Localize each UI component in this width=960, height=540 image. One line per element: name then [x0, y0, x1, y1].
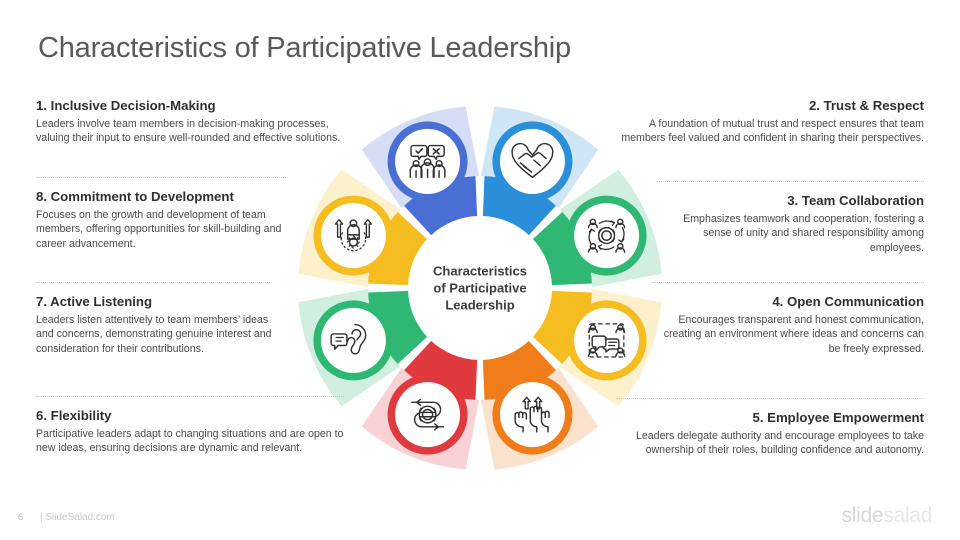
node-icons — [330, 142, 626, 433]
feature-5-body: Leaders delegate authority and encourage… — [636, 429, 924, 457]
feature-6-title: 6. Flexibility — [36, 408, 112, 423]
feature-6-body: Participative leaders adapt to changing … — [36, 427, 344, 455]
team-gear-cycle-icon — [587, 218, 626, 253]
feature-7-title: 7. Active Listening — [36, 294, 153, 309]
feature-1-body: Leaders involve team members in decision… — [36, 117, 341, 145]
raised-hands-arrows-icon — [514, 396, 550, 433]
feature-block-3: 3. Team Collaboration Emphasizes teamwor… — [656, 180, 924, 255]
growth-person-gear-icon — [334, 219, 373, 252]
feature-block-4: 4. Open Communication Encourages transpa… — [652, 281, 924, 356]
ear-speech-bubble-icon — [330, 323, 367, 355]
feature-1-title: 1. Inclusive Decision-Making — [36, 98, 216, 113]
page-title: Characteristics of Participative Leaders… — [38, 32, 571, 64]
footer-site-label: | SlideSalad.com — [40, 512, 115, 523]
page-number: 6 — [18, 512, 24, 523]
logo-part-slide: slide — [841, 504, 884, 527]
feature-5-title: 5. Employee Empowerment — [752, 410, 925, 425]
group-chat-bubbles-icon — [587, 323, 626, 358]
logo-part-salad: salad — [883, 504, 932, 527]
hub-circle — [413, 221, 547, 355]
feature-block-2: 2. Trust & Respect A foundation of mutua… — [616, 98, 924, 146]
feature-4-title: 4. Open Communication — [772, 294, 924, 309]
feature-block-6: 6. Flexibility Participative leaders ada… — [36, 396, 344, 456]
feature-2-title: 2. Trust & Respect — [808, 98, 924, 113]
feature-block-1: 1. Inclusive Decision-Making Leaders inv… — [36, 98, 344, 146]
feature-8-title: 8. Commitment to Development — [36, 189, 234, 204]
feature-2-body: A foundation of mutual trust and respect… — [621, 117, 924, 145]
feature-block-8: 8. Commitment to Development Focuses on … — [36, 176, 286, 251]
feature-3-body: Emphasizes teamwork and cooperation, fos… — [683, 212, 924, 254]
slidesalad-logo: slidesalad — [841, 504, 933, 528]
feature-7-body: Leaders listen attentively to team membe… — [36, 313, 272, 355]
feature-3-title: 3. Team Collaboration — [787, 193, 924, 208]
flexible-arrows-gear-icon — [411, 398, 445, 431]
feature-4-body: Encourages transparent and honest commun… — [663, 313, 924, 355]
people-speech-bubbles-icon — [409, 144, 446, 178]
participative-leadership-wheel-diagram: Characteristics of Participative Leaders… — [278, 86, 682, 490]
feature-8-body: Focuses on the growth and development of… — [36, 208, 282, 250]
handshake-heart-icon — [511, 142, 554, 178]
feature-block-7: 7. Active Listening Leaders listen atten… — [36, 281, 272, 356]
feature-block-5: 5. Employee Empowerment Leaders delegate… — [616, 398, 925, 458]
